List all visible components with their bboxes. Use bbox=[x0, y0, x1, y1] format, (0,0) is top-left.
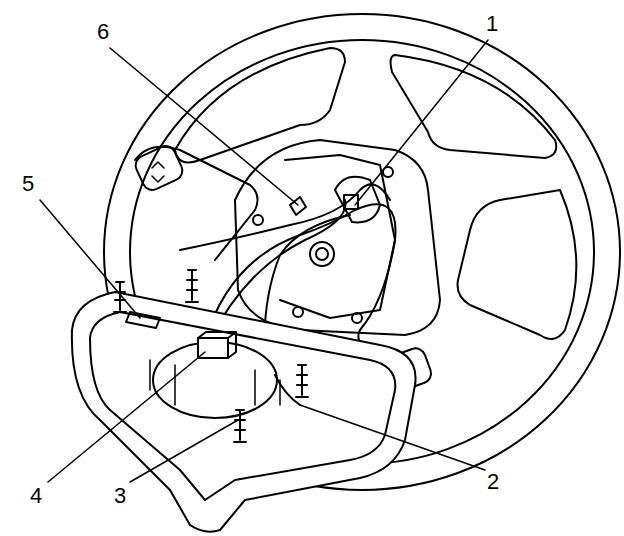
steering-shaft-nut bbox=[316, 248, 328, 260]
callout-number: 5 bbox=[22, 172, 34, 196]
airbag-module bbox=[72, 292, 416, 532]
airbag-module-rim bbox=[90, 312, 395, 500]
mounting-bolt bbox=[352, 313, 362, 323]
steering-shaft-nut bbox=[310, 242, 334, 266]
horn-lead bbox=[275, 375, 300, 405]
callout-number: 3 bbox=[114, 484, 126, 508]
callout-number: 4 bbox=[30, 484, 42, 508]
module-ribs bbox=[150, 360, 280, 405]
callout-number: 2 bbox=[487, 470, 499, 494]
left-spoke bbox=[135, 147, 258, 260]
module-connector bbox=[198, 332, 236, 358]
leader-line bbox=[40, 40, 488, 482]
wheel-opening bbox=[458, 190, 577, 339]
wheel-opening bbox=[175, 48, 345, 162]
wheel-opening bbox=[391, 55, 557, 158]
callout-number: 6 bbox=[97, 20, 109, 44]
mounting-bolt bbox=[293, 307, 303, 317]
callout-number: 1 bbox=[486, 12, 498, 36]
module-label bbox=[126, 312, 160, 328]
hub-housing bbox=[235, 140, 440, 335]
mounting-bolt bbox=[253, 215, 263, 225]
mounting-stud bbox=[114, 270, 308, 442]
switch-arrows bbox=[152, 162, 164, 182]
control-switch bbox=[132, 143, 185, 193]
